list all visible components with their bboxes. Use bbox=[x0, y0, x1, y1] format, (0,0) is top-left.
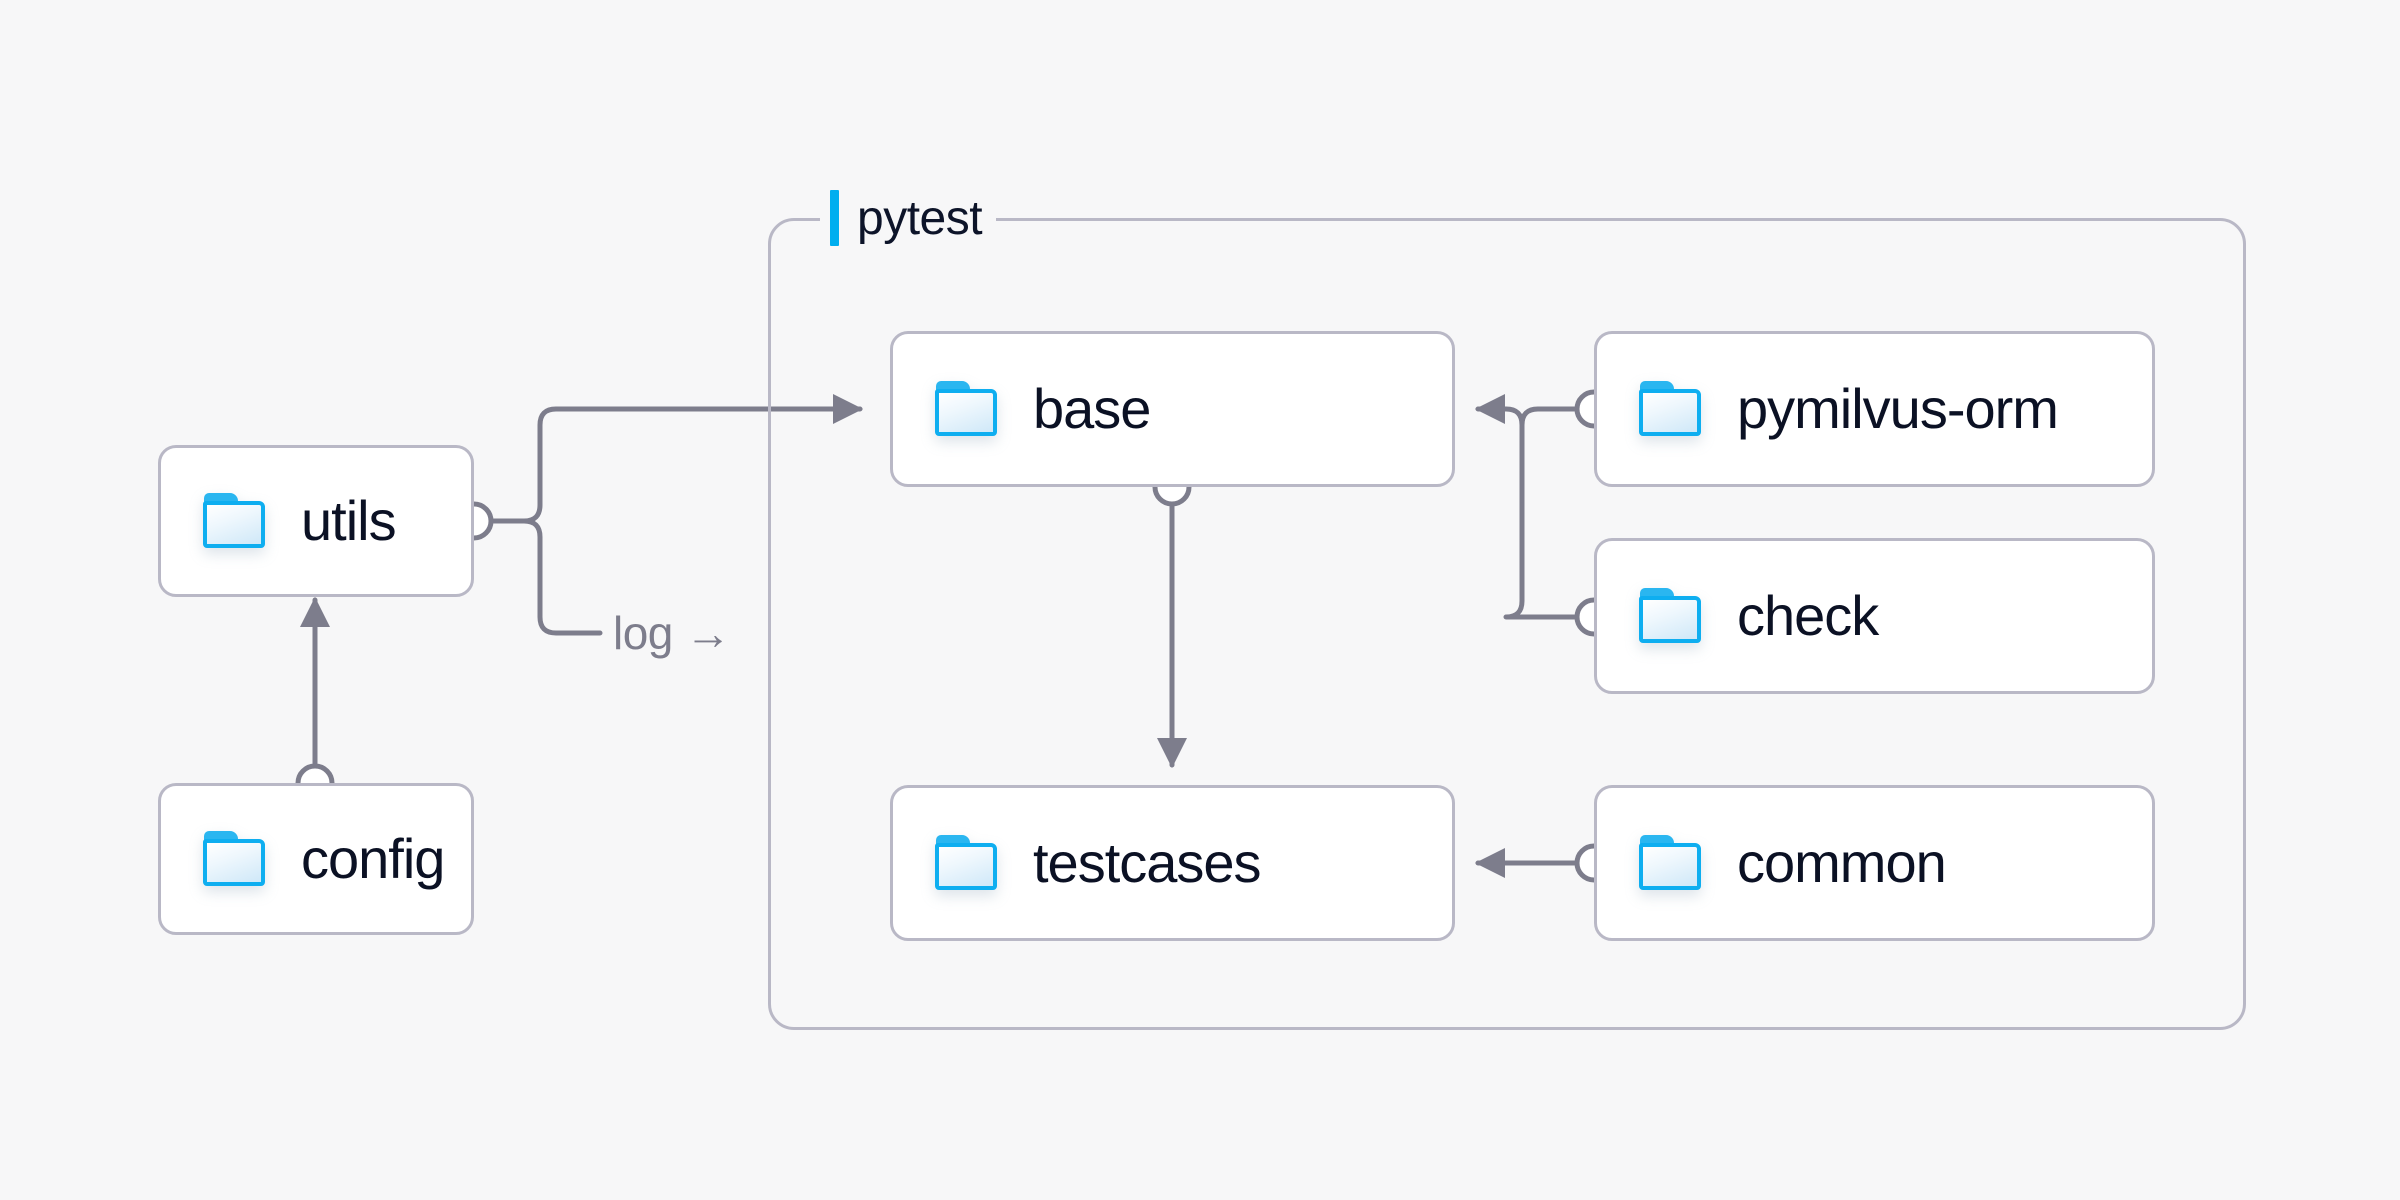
folder-icon bbox=[203, 831, 269, 887]
node-check[interactable]: check bbox=[1594, 538, 2155, 694]
group-accent-bar bbox=[830, 190, 839, 246]
node-common[interactable]: common bbox=[1594, 785, 2155, 941]
folder-icon bbox=[203, 493, 269, 549]
node-config[interactable]: config bbox=[158, 783, 474, 935]
group-title: pytest bbox=[857, 191, 983, 245]
node-label: common bbox=[1737, 831, 1947, 894]
folder-icon bbox=[1639, 835, 1705, 891]
node-label: testcases bbox=[1033, 831, 1262, 894]
node-label: config bbox=[301, 827, 445, 890]
node-testcases[interactable]: testcases bbox=[890, 785, 1455, 941]
node-label: pymilvus-orm bbox=[1737, 377, 2059, 440]
node-label: check bbox=[1737, 584, 1879, 647]
folder-icon bbox=[935, 835, 1001, 891]
node-utils[interactable]: utils bbox=[158, 445, 474, 597]
folder-icon bbox=[935, 381, 1001, 437]
node-base[interactable]: base bbox=[890, 331, 1455, 487]
group-pytest-label: pytest bbox=[820, 186, 997, 250]
node-pymilvus-orm[interactable]: pymilvus-orm bbox=[1594, 331, 2155, 487]
node-label: base bbox=[1033, 377, 1151, 440]
group-pytest bbox=[768, 218, 2246, 1030]
edge-utils-log bbox=[471, 518, 603, 636]
edge-label-log: log → bbox=[613, 607, 731, 659]
node-label: utils bbox=[301, 489, 397, 552]
folder-icon bbox=[1639, 381, 1705, 437]
folder-icon bbox=[1639, 588, 1705, 644]
